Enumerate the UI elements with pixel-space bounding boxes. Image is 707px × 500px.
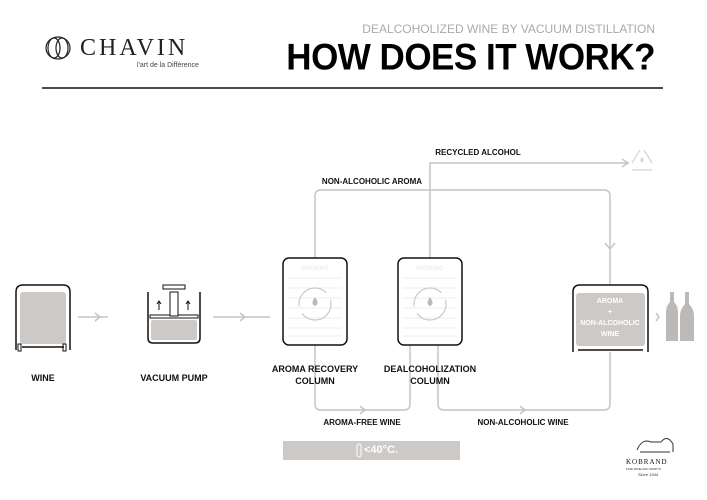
label-wine: WINE	[31, 373, 55, 383]
label-line: WINE	[600, 331, 620, 338]
label-non-alcoholic-wine: NON-ALCOHOLIC WINE	[477, 418, 569, 427]
label-line: NON-ALCOHOLIC	[580, 320, 640, 327]
packing-label: PACKING	[301, 266, 329, 272]
recycled-flow-line	[429, 162, 628, 258]
label-line: AROMA	[596, 298, 624, 305]
label-vacuum-pump: VACUUM PUMP	[140, 373, 208, 383]
label-aroma-free-wine: AROMA-FREE WINE	[323, 418, 401, 427]
label-recycled-alcohol: RECYCLED ALCOHOL	[435, 148, 521, 157]
kobrand-line: FINE WINE AND SPIRITS	[626, 467, 662, 471]
label-aroma-column: AROMA RECOVERY COLUMN	[272, 363, 358, 387]
label-line: +	[607, 309, 613, 316]
temperature-bar	[283, 441, 460, 460]
wine-tank-icon	[15, 284, 71, 352]
final-tank-text: AROMA + NON-ALCOHOLIC WINE	[580, 296, 640, 340]
flow-lines	[78, 158, 660, 415]
label-dealc-column: DEALCOHOLIZATION COLUMN	[384, 363, 476, 387]
chavin-logo-icon	[45, 36, 71, 60]
kobrand-name: KOBRAND	[626, 458, 668, 466]
packing-label: PACKING	[416, 266, 444, 272]
aroma-free-flow-line	[314, 345, 411, 411]
final-tank-icon	[572, 284, 649, 352]
label-line: COLUMN	[295, 376, 335, 386]
label-line: DEALCOHOLIZATION	[383, 364, 477, 374]
thermometer-icon	[356, 443, 362, 458]
vacuum-pump-icon	[147, 284, 201, 344]
dealcoholization-column-icon	[397, 257, 463, 346]
aroma-column-icon	[282, 257, 348, 346]
page-title: HOW DOES IT WORK?	[286, 37, 655, 78]
wine-bottles-icon	[666, 292, 694, 341]
kobrand-since: Since 1944	[638, 472, 659, 477]
page-subtitle: DEALCOHOLIZED WINE BY VACUUM DISTILLATIO…	[362, 22, 655, 36]
brand-tagline: l'art de la Différence	[137, 62, 199, 69]
recycle-icon	[631, 149, 653, 171]
label-line: AROMA RECOVERY	[271, 364, 359, 374]
kobrand-emblem-icon	[636, 438, 674, 453]
aroma-flow-line	[314, 189, 611, 285]
label-non-alcoholic-aroma: NON-ALCOHOLIC AROMA	[321, 177, 423, 186]
label-line: COLUMN	[410, 376, 450, 386]
temperature-label: <40°C.	[364, 444, 399, 456]
brand-name: CHAVIN	[80, 35, 189, 61]
